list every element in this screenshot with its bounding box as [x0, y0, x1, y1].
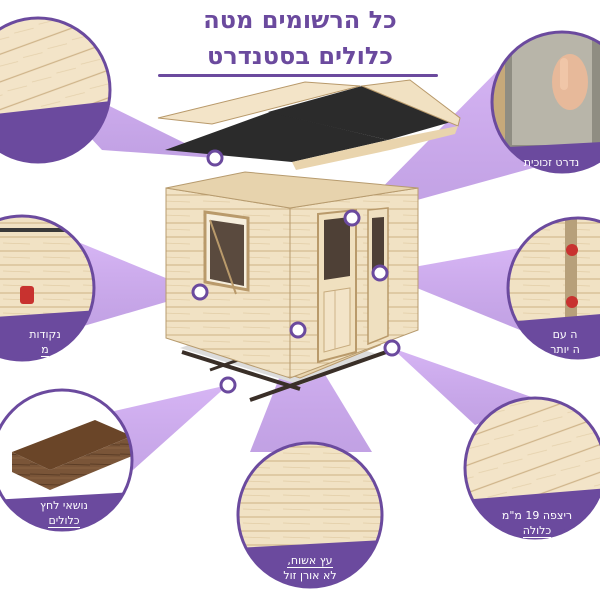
hinges-caption: ה עם ה יותר	[530, 327, 600, 357]
floor-caption: ריצפה 19 מ"מ כלולה	[478, 508, 596, 538]
roof-caption-line2: כלול	[42, 177, 64, 191]
door-caption-line2: קריינת 4 מ"מ	[519, 171, 584, 184]
anchor-dots	[191, 149, 401, 394]
headline-underline	[158, 74, 438, 77]
door-caption: נדרט זכוכית קריינת 4 מ"מ	[503, 155, 600, 185]
floor-caption-line2: כלולה	[522, 524, 552, 538]
window-hand-detail	[490, 30, 600, 174]
shed-body	[165, 171, 419, 379]
hinges-caption-line2: ה יותר	[550, 343, 580, 356]
hinges-caption-line1: ה עם	[552, 328, 578, 341]
wood-caption-line1: עץ אשוח,	[287, 554, 333, 568]
clips-caption-line2: מ	[41, 343, 49, 357]
roof-caption: גג 19 מ כלול	[0, 161, 106, 191]
clips-caption: נקודות מ	[0, 327, 90, 357]
headline-line2: כלולים בסטנדרט	[207, 42, 393, 70]
beams-caption-line1: נושאי לחץ	[40, 499, 88, 512]
beams-caption: נושאי לחץ כלולים	[4, 498, 124, 528]
door-caption-line1: נדרט זכוכית	[523, 156, 580, 169]
floor-detail	[463, 396, 600, 540]
wood-caption: עץ אשוח, לא אורן זול	[248, 553, 372, 583]
clips-caption-line1: נקודות	[29, 328, 61, 341]
roof-caption-line1: גג 19 מ	[34, 162, 72, 175]
wood-detail	[236, 441, 384, 589]
wood-caption-line2: לא אורן זול	[283, 569, 337, 582]
roof-panels	[157, 79, 461, 170]
headline-line1: כל הרשומים מטה	[203, 6, 397, 34]
floor-caption-line1: ריצפה 19 מ"מ	[501, 509, 573, 522]
beams-caption-line2: כלולים	[48, 514, 80, 528]
